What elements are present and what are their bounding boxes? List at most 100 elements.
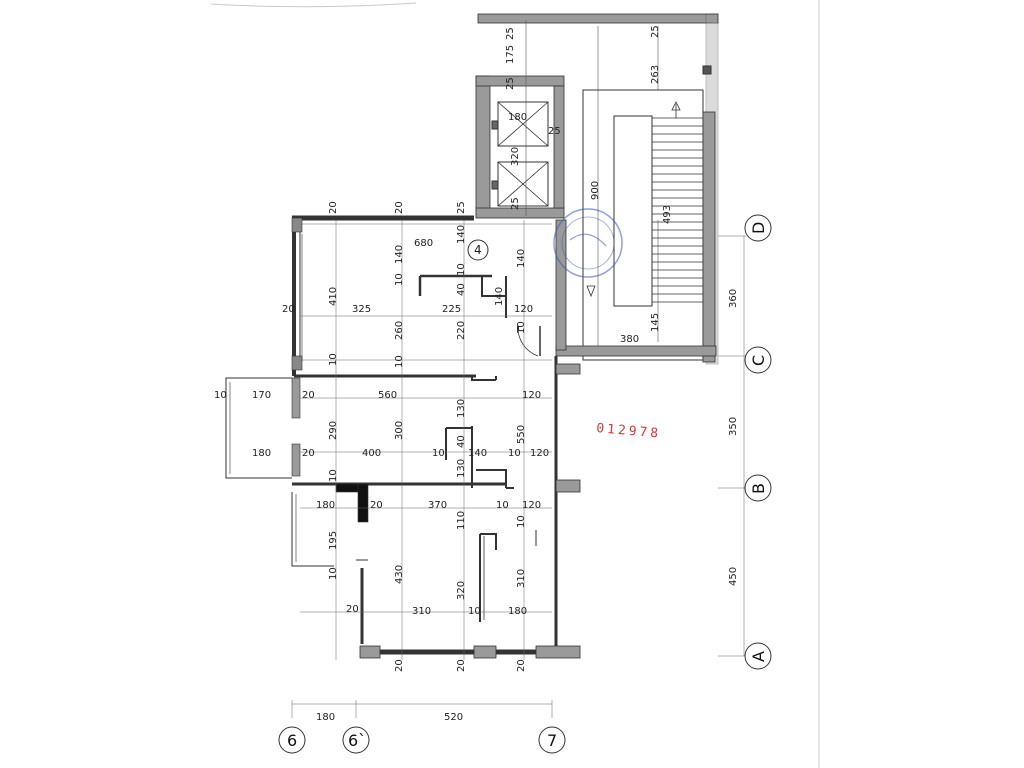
dim-label: 20 xyxy=(302,448,315,459)
dim-label: 10 xyxy=(394,355,405,368)
dim-label: 10 xyxy=(394,273,405,286)
axis-bubble-d xyxy=(744,214,772,242)
dim-label: 180 xyxy=(508,606,527,617)
dim-label: 40 xyxy=(456,435,467,448)
dim-label: 520 xyxy=(444,712,463,723)
dimension-labels: 25 175 25 25 263 180 25 320 25 900 493 1… xyxy=(214,25,739,723)
dim-label: 140 xyxy=(456,225,467,244)
dim-label: 25 xyxy=(505,77,516,90)
dim-label: 25 xyxy=(456,201,467,214)
dim-label: 140 xyxy=(516,249,527,268)
scan-smudge xyxy=(210,2,417,8)
dim-label: 140 xyxy=(468,448,487,459)
axis-bubble-6p xyxy=(342,726,370,754)
axis-label-6p: 6` xyxy=(348,731,366,750)
dim-label: 10 xyxy=(496,500,509,511)
dim-label: 900 xyxy=(590,181,601,200)
dim-label: 10 xyxy=(456,263,467,276)
dim-label: 120 xyxy=(522,390,541,401)
axis-label-6: 6 xyxy=(287,731,297,750)
dim-label: 20 xyxy=(394,659,405,672)
dim-label: 25 xyxy=(505,27,516,40)
dim-label: 20 xyxy=(328,201,339,214)
dim-label: 110 xyxy=(456,511,467,530)
dim-label: 120 xyxy=(514,304,533,315)
dim-label: 175 xyxy=(505,45,516,64)
grid-axis-bubbles xyxy=(278,214,772,754)
axis-bubble-7 xyxy=(538,726,566,754)
dim-label: 400 xyxy=(362,448,381,459)
axis-label-a: A xyxy=(749,651,768,662)
dim-label: 410 xyxy=(328,287,339,306)
apartment-walls xyxy=(225,215,581,659)
dim-label: 195 xyxy=(328,531,339,550)
dim-label: 10 xyxy=(516,515,527,528)
drawing-sheet: 25 175 25 25 263 180 25 320 25 900 493 1… xyxy=(206,0,820,768)
dim-label: 40 xyxy=(456,283,467,296)
dim-label: 20 xyxy=(370,500,383,511)
dim-label: 350 xyxy=(728,417,739,436)
dim-label: 140 xyxy=(394,245,405,264)
axis-label-7: 7 xyxy=(547,731,557,750)
dim-label: 10 xyxy=(432,448,445,459)
axis-bubble-6 xyxy=(278,726,306,754)
dim-label: 130 xyxy=(456,399,467,418)
dim-label: 180 xyxy=(316,500,335,511)
dim-label: 145 xyxy=(650,313,661,332)
axis-label-b: B xyxy=(749,483,768,494)
axis-bubble-a xyxy=(744,642,772,670)
dim-label: 560 xyxy=(378,390,397,401)
dim-label: 130 xyxy=(456,459,467,478)
dim-label: 300 xyxy=(394,421,405,440)
dim-label: 325 xyxy=(352,304,371,315)
dim-label: 120 xyxy=(522,500,541,511)
stair-elevator-core xyxy=(475,13,719,365)
dim-label: 263 xyxy=(650,65,661,84)
dim-label: 120 xyxy=(530,448,549,459)
dim-label: 20 xyxy=(394,201,405,214)
dim-label: 10 xyxy=(508,448,521,459)
dim-label: 360 xyxy=(728,289,739,308)
dim-label: 430 xyxy=(394,565,405,584)
dim-label: 10 xyxy=(468,606,481,617)
dim-label: 20 xyxy=(516,659,527,672)
dim-label: 180 xyxy=(316,712,335,723)
dim-label: 180 xyxy=(252,448,271,459)
dim-label: 20 xyxy=(282,304,295,315)
dim-label: 10 xyxy=(214,390,227,401)
dim-label: 220 xyxy=(456,321,467,340)
axis-bubble-b xyxy=(744,474,772,502)
dim-label: 20 xyxy=(346,604,359,615)
dim-label: 140 xyxy=(494,287,505,306)
dim-label: 10 xyxy=(328,469,339,482)
dim-label: 320 xyxy=(456,581,467,600)
dim-label: 310 xyxy=(516,569,527,588)
dim-label: 25 xyxy=(650,25,661,38)
dim-label: 260 xyxy=(394,321,405,340)
dim-label: 20 xyxy=(302,390,315,401)
dim-label: 370 xyxy=(428,500,447,511)
red-stamp-number: 012978 xyxy=(596,421,662,442)
dim-label: 310 xyxy=(412,606,431,617)
grid-axis-labels: D C B A 6 6` 7 4 xyxy=(287,222,768,750)
dim-label: 10 xyxy=(328,353,339,366)
dim-label: 180 xyxy=(508,112,527,123)
blue-stamp xyxy=(553,208,623,278)
dimension-lines xyxy=(291,220,746,718)
axis-bubble-4 xyxy=(467,239,489,261)
dim-label: 10 xyxy=(516,321,527,334)
dim-label: 25 xyxy=(510,197,521,210)
floor-plan-drawing: 25 175 25 25 263 180 25 320 25 900 493 1… xyxy=(210,0,820,768)
dim-label: 20 xyxy=(456,659,467,672)
dim-label: 450 xyxy=(728,567,739,586)
axis-label-c: C xyxy=(749,355,768,366)
dim-label: 290 xyxy=(328,421,339,440)
axis-label-d: D xyxy=(749,222,768,234)
dim-label: 10 xyxy=(328,567,339,580)
dim-label: 170 xyxy=(252,390,271,401)
dim-label: 320 xyxy=(510,147,521,166)
axis-label-4: 4 xyxy=(474,243,482,257)
dim-label: 25 xyxy=(548,126,561,137)
dim-label: 493 xyxy=(662,205,673,224)
dim-label: 550 xyxy=(516,425,527,444)
